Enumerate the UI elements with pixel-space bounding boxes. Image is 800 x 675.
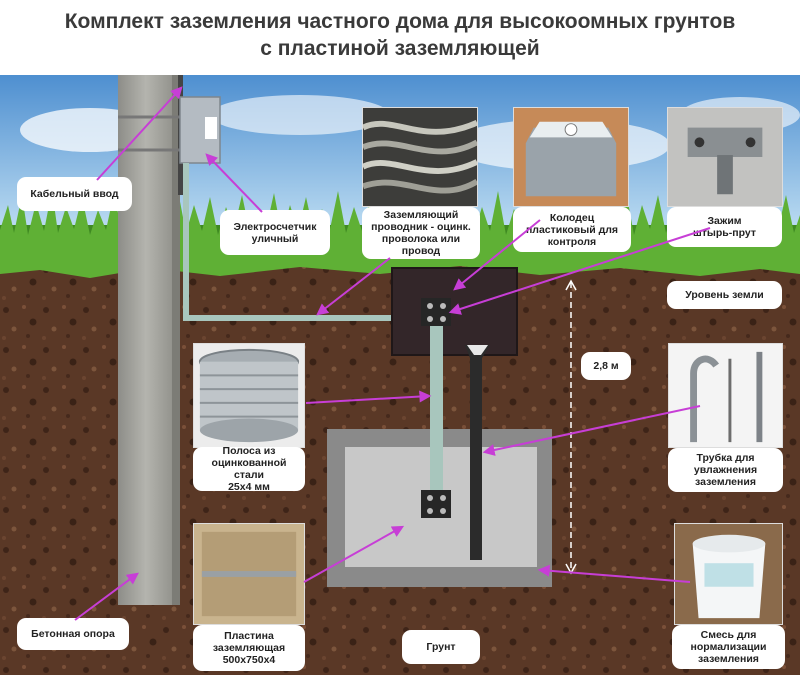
arrow-plate	[303, 525, 405, 583]
label-pole: Бетонная опора	[17, 618, 129, 650]
concrete-pole	[118, 75, 180, 605]
humidification-tube	[465, 345, 490, 560]
conductor-photo	[362, 107, 478, 207]
arrow-tube	[482, 405, 701, 456]
arrow-pole	[74, 572, 139, 621]
top-connector	[421, 298, 451, 326]
title-line-2: с пластиной заземляющей	[260, 37, 540, 60]
label-ground-level: Уровень земли	[667, 281, 782, 309]
label-conductor: Заземляющий проводник - оцинк. проволока…	[362, 207, 480, 259]
arrow-meter	[205, 153, 263, 213]
grounding-conductor	[183, 163, 433, 321]
arrow-mix	[537, 564, 691, 583]
arrow-strip	[305, 390, 432, 404]
title-line-1: Комплект заземления частного дома для вы…	[64, 10, 736, 33]
tube-photo	[668, 343, 783, 448]
arrow-well	[453, 219, 541, 291]
mix-photo	[674, 523, 783, 625]
label-meter: Электросчетчик уличный	[220, 210, 330, 255]
plate-connector	[421, 490, 451, 518]
arrow-cable-entry	[96, 86, 183, 181]
label-clamp: Зажим штырь-прут	[667, 207, 782, 247]
meter-window	[205, 117, 217, 139]
steel-strip	[430, 308, 443, 508]
title-block: Комплект заземления частного дома для вы…	[0, 0, 800, 75]
arrow-conductor	[316, 257, 391, 316]
label-cable-entry: Кабельный ввод	[17, 177, 132, 211]
clamp-photo	[667, 107, 783, 207]
well-photo	[513, 107, 629, 207]
strip-photo	[193, 343, 305, 448]
label-depth: 2,8 м	[581, 352, 631, 380]
arrow-clamp	[448, 227, 711, 315]
label-well: Колодец пластиковый для контроля	[513, 207, 631, 252]
label-tube: Трубка для увлажнения заземления	[668, 448, 783, 492]
plate-photo	[193, 523, 305, 625]
label-plate: Пластина заземляющая 500х750х4	[193, 625, 305, 671]
label-mix: Смесь для нормализации заземления	[672, 625, 785, 669]
label-soil: Грунт	[402, 630, 480, 664]
label-strip: Полоса из оцинкованной стали 25х4 мм	[193, 445, 305, 493]
